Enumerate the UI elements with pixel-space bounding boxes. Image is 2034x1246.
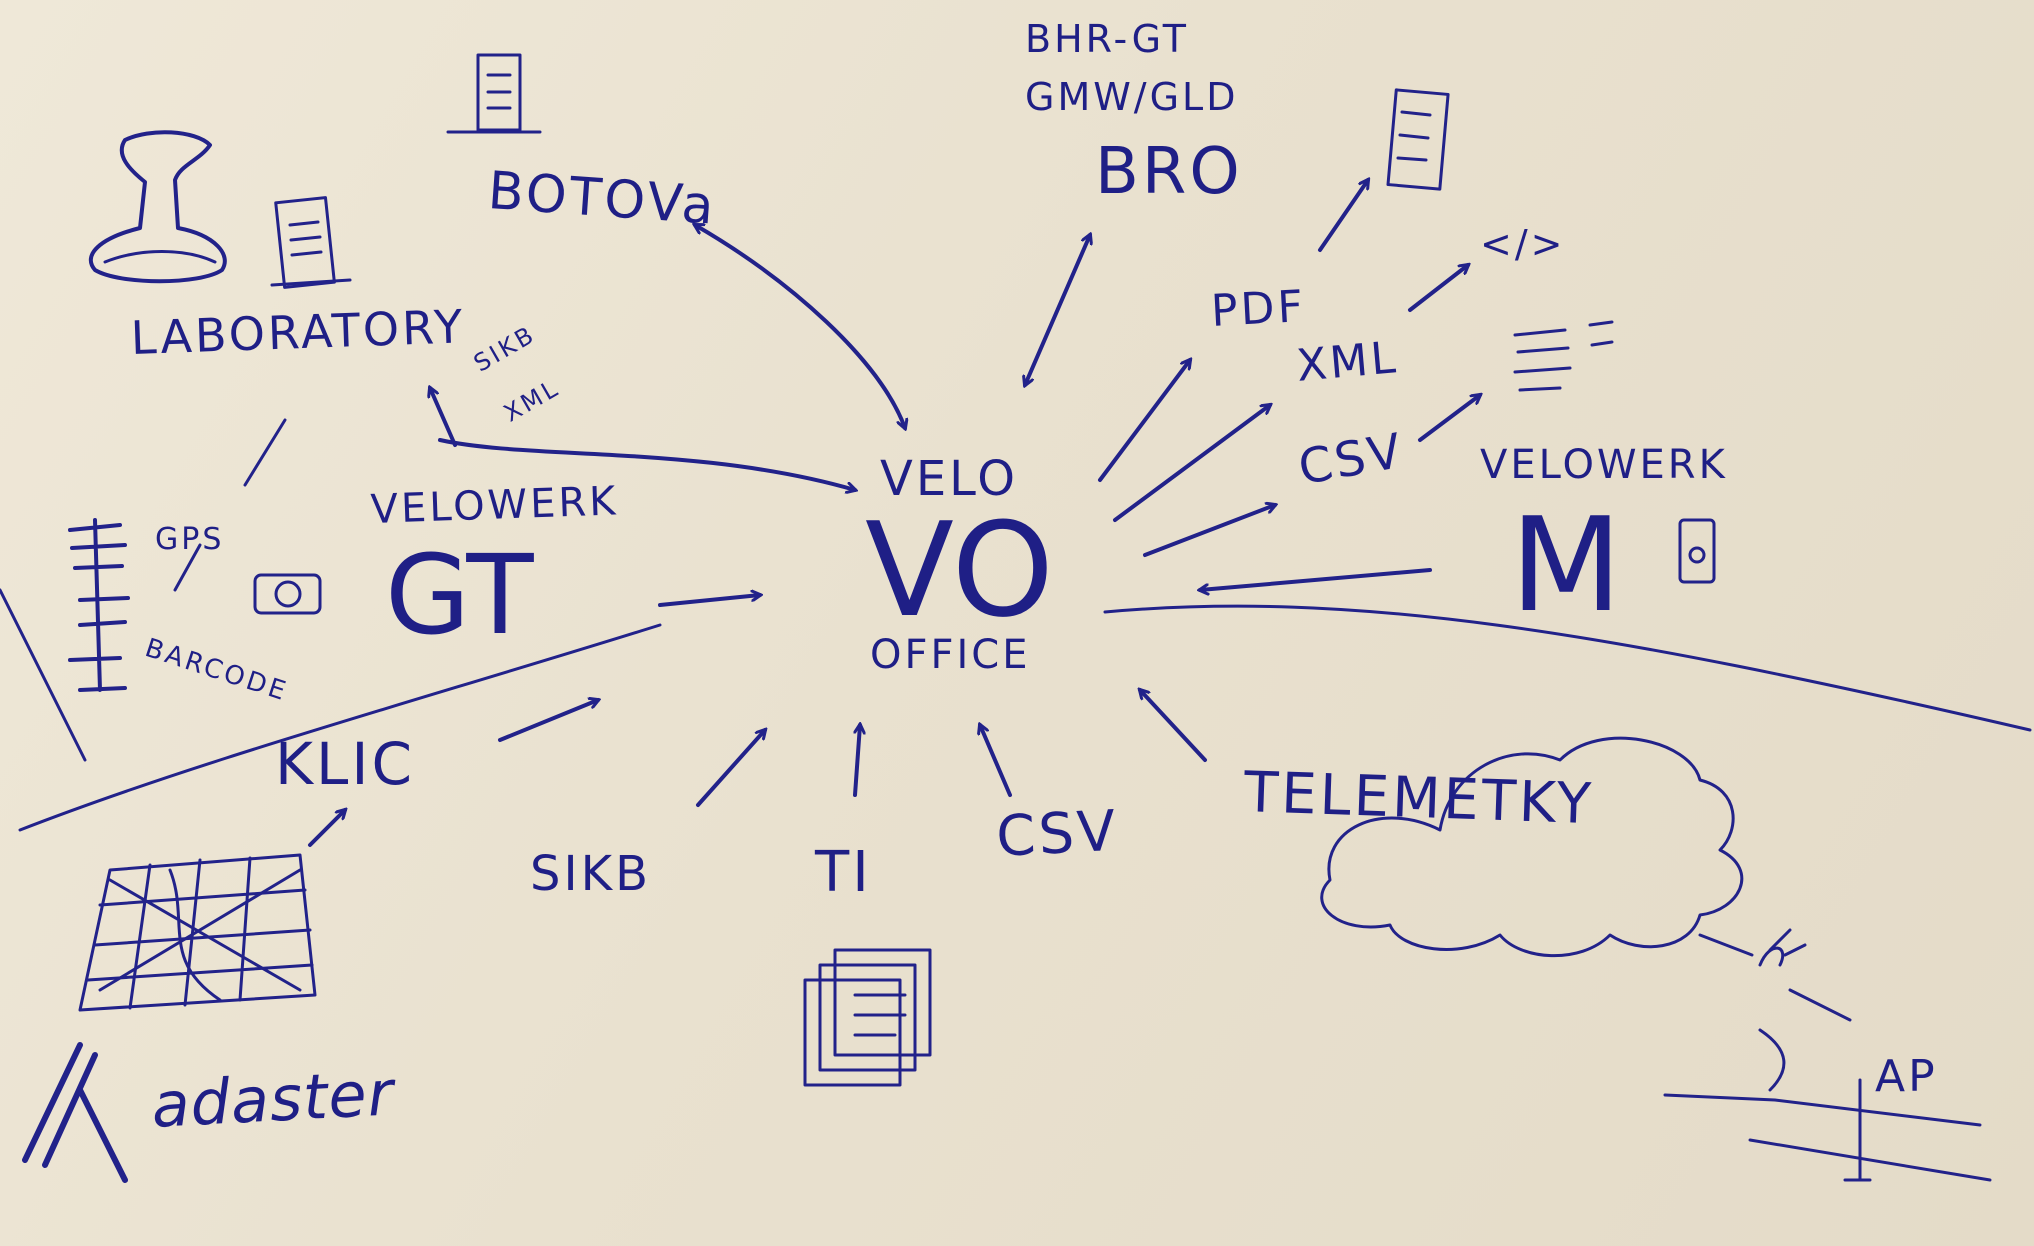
pdf-document-icon bbox=[1386, 88, 1450, 191]
label-kadaster: adaster bbox=[149, 1056, 396, 1142]
label-ap: AP bbox=[1875, 1051, 1938, 1102]
label-bro: BRO bbox=[1095, 135, 1243, 209]
label-laboratory: LABORATORY bbox=[129, 299, 467, 365]
telemetry-cloud bbox=[1320, 736, 1744, 958]
gps-link bbox=[173, 543, 202, 592]
arrow-klic-map bbox=[308, 810, 345, 847]
gps-device-icon bbox=[68, 518, 130, 692]
arrow-sikb bbox=[696, 730, 765, 807]
laboratory-link bbox=[243, 418, 287, 487]
label-gps: GPS bbox=[155, 522, 225, 557]
left-edge-line bbox=[0, 588, 87, 762]
laboratory-flask-icon bbox=[88, 130, 227, 284]
sensor-icon bbox=[1663, 928, 1992, 1182]
label-pdf: PDF bbox=[1209, 281, 1308, 337]
label-velowerk-gt-main: GT bbox=[385, 531, 534, 659]
data-table-icon bbox=[1513, 320, 1614, 392]
kadaster-logo-icon bbox=[22, 1042, 128, 1183]
arrow-csv-right bbox=[1143, 505, 1275, 557]
label-klic: KLIC bbox=[275, 730, 415, 798]
mobile-phone-icon bbox=[1678, 518, 1716, 584]
document-icon-lab bbox=[270, 196, 352, 289]
label-velowerk-m-top: VELOWERK bbox=[1480, 442, 1728, 488]
label-code-tag: </> bbox=[1480, 222, 1566, 266]
arrow-xml-code bbox=[1408, 265, 1468, 312]
arrow-bro-velo bbox=[1025, 235, 1090, 385]
arrow-ti bbox=[853, 725, 860, 797]
map-grid-icon bbox=[78, 853, 317, 1012]
label-sikb: SIKB bbox=[530, 846, 652, 902]
label-gmw-gld: GMW/GLD bbox=[1025, 75, 1239, 119]
arrow-sikb-xml-up bbox=[430, 388, 457, 447]
arrow-pdf bbox=[1098, 360, 1190, 482]
arrow-klic bbox=[498, 700, 598, 742]
ground-line-right bbox=[1103, 604, 2032, 732]
label-vo-main: VO bbox=[865, 494, 1054, 646]
ground-line-left bbox=[18, 623, 662, 832]
label-botova: BOTOVa bbox=[486, 161, 719, 237]
building-icon-botova bbox=[446, 53, 542, 134]
arrow-velowerk-m bbox=[1200, 568, 1432, 590]
label-xml: XML bbox=[1294, 332, 1401, 392]
label-velowerk-gt-top: VELOWERK bbox=[369, 478, 620, 533]
arrow-velowerk-gt bbox=[658, 595, 760, 607]
label-ti: TI bbox=[815, 840, 872, 905]
camera-icon bbox=[253, 573, 322, 615]
label-csv-bottom: CSV bbox=[994, 798, 1120, 870]
arrow-pdf-doc bbox=[1318, 180, 1368, 252]
arrow-csv-bottom bbox=[980, 725, 1012, 797]
arrow-telemetry bbox=[1140, 690, 1207, 762]
label-bhr-gt: BHR-GT bbox=[1025, 17, 1189, 61]
arrow-sikb-xml-velo bbox=[438, 438, 855, 490]
arrow-botova-velo bbox=[695, 225, 905, 428]
label-velo-top: VELO bbox=[880, 451, 1018, 507]
label-velowerk-m-main: M bbox=[1510, 489, 1623, 641]
label-office: OFFICE bbox=[870, 632, 1031, 678]
label-telemetry: TELEMETKY bbox=[1242, 760, 1595, 838]
document-stack-icon bbox=[803, 948, 932, 1087]
arrow-csv-table bbox=[1418, 395, 1480, 442]
arrow-xml bbox=[1113, 405, 1270, 522]
